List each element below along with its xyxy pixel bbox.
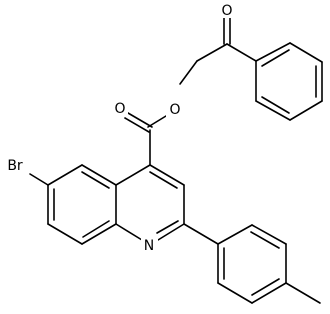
methylene-to-ester-oxygen-bond — [179, 60, 198, 85]
phenyl-bond-5 — [255, 100, 291, 121]
pyridine-bond-c4-c3 — [149, 164, 185, 186]
pyridine-inner-bond-1 — [149, 171, 178, 189]
oxygen-ester-label: O — [169, 102, 180, 118]
benzo-inner-bond-1 — [81, 171, 110, 189]
tolyl-inner-bond-1 — [250, 231, 280, 249]
quinoline-to-tolyl-bond — [183, 223, 219, 245]
pyridine-bond-n-c8a — [115, 223, 143, 241]
phenyl-inner-bond-1 — [261, 49, 290, 67]
tolyl-bond-4 — [251, 282, 287, 304]
tolyl-bond-5 — [217, 282, 253, 304]
ketone-to-phenyl-bond — [226, 43, 257, 62]
atom-labels: O O O Br N — [2, 2, 235, 254]
bromine-label: Br — [7, 158, 23, 174]
phenyl-bond-4 — [289, 100, 323, 121]
ketone-to-methylene-bond — [196, 43, 228, 62]
oxygen-carbonyl-label: O — [114, 101, 125, 117]
carbonyl-double-bond-b — [124, 117, 150, 133]
oxygen-ketone-label: O — [221, 3, 232, 19]
pyridine-bond-c2-n — [157, 223, 185, 241]
methyl-bond — [285, 282, 321, 304]
pyridine-bond-c4a-c4 — [115, 164, 151, 186]
benzo-bond-c8-c8a — [81, 223, 117, 245]
phenyl-inner-bond-3 — [261, 96, 290, 114]
nitrogen-label: N — [144, 238, 154, 254]
bonds — [29, 15, 323, 304]
tolyl-bond-1 — [217, 224, 253, 245]
benzo-bond-c7-c8 — [47, 223, 83, 245]
bromine-bond — [29, 173, 49, 186]
phenyl-bond-2 — [289, 42, 323, 63]
benzo-inner-bond-3 — [82, 220, 110, 238]
phenyl-bond-1 — [255, 42, 291, 62]
benzo-bond-c4a-c5 — [81, 164, 117, 186]
tolyl-bond-2 — [251, 224, 287, 245]
tolyl-inner-bond-2 — [251, 278, 280, 296]
benzo-bond-c5-c6 — [47, 164, 83, 186]
ester-oxygen-to-carbonyl-bond — [147, 115, 167, 128]
carbonyl-double-bond-a — [127, 112, 153, 128]
pyridine-inner-bond-2 — [156, 220, 179, 234]
